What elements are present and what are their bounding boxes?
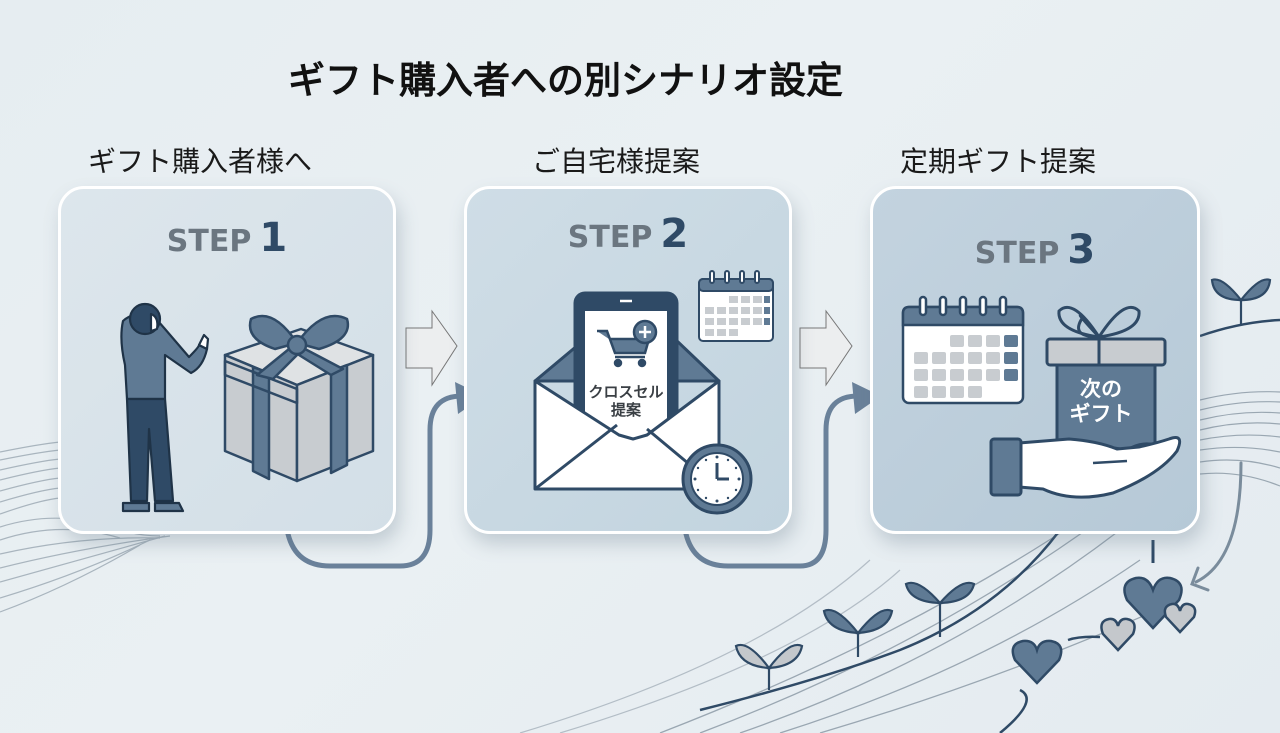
sprout-icon	[734, 643, 804, 690]
cross-sell-line-2: 提案	[610, 401, 641, 419]
step-number: 2	[660, 211, 689, 257]
person-pointing-icon	[120, 302, 210, 513]
page-title: ギフト購入者への別シナリオ設定	[288, 59, 843, 102]
step-word: STEP	[974, 236, 1060, 271]
block-arrow-1	[405, 309, 458, 387]
flow-arrow-1	[285, 393, 465, 569]
step-2-illustration	[533, 270, 774, 515]
gift-box-icon	[223, 314, 375, 483]
heart-icon	[1100, 617, 1136, 652]
step-1-label: ギフト購入者様へ	[88, 145, 313, 178]
open-hand-icon	[989, 436, 1182, 499]
step-3-label: 定期ギフト提案	[900, 145, 1097, 178]
left-swoosh-lines	[0, 441, 171, 613]
heart-icon	[1123, 576, 1183, 630]
heart-icon	[1163, 602, 1197, 634]
step-word: STEP	[166, 224, 252, 259]
next-gift-text: 次の ギフト	[1049, 377, 1153, 427]
right-swoosh-lines	[519, 318, 1280, 733]
step-word: STEP	[567, 220, 653, 255]
block-arrow-2	[799, 309, 853, 387]
next-gift-line-2: ギフト	[1069, 402, 1133, 427]
calendar-icon	[698, 270, 774, 342]
clock-icon	[681, 443, 753, 515]
return-arrow	[1194, 461, 1243, 584]
next-gift-line-1: 次の	[1080, 377, 1122, 401]
step-number: 3	[1067, 227, 1096, 273]
flow-arrow-2	[683, 393, 861, 569]
step-3-illustration	[901, 295, 1182, 499]
sprout-icon	[1210, 278, 1272, 324]
calendar-icon	[901, 295, 1025, 405]
sprout-icon	[822, 608, 894, 657]
step-1-illustration	[120, 302, 375, 513]
flow-arrow-2-head	[852, 382, 881, 414]
sprout-icon	[904, 581, 976, 637]
heart-icon	[1011, 639, 1063, 685]
step-2-label: ご自宅様提案	[532, 145, 701, 178]
cross-sell-text: クロスセル 提案	[577, 383, 675, 419]
growth-path	[699, 529, 1061, 712]
cross-sell-line-1: クロスセル	[588, 383, 664, 401]
shopping-cart-plus-icon	[597, 319, 658, 368]
step-number: 1	[259, 215, 288, 261]
